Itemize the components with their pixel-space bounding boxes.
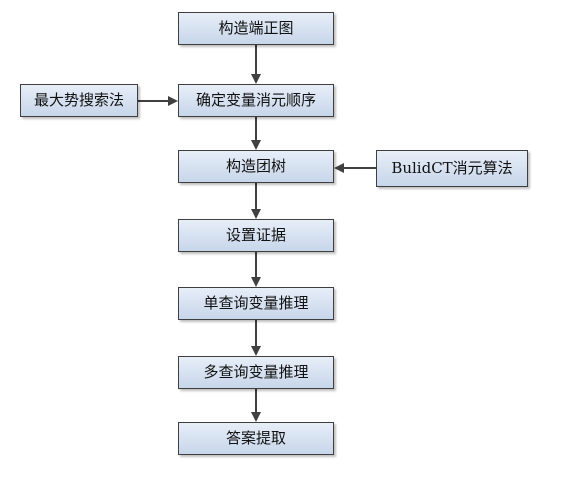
input-maximum-cardinality-search: 最大势搜索法 [20, 84, 138, 117]
step-multi-query-inference: 多查询变量推理 [178, 356, 334, 389]
step-label: 答案提取 [225, 429, 286, 447]
input-label: 最大势搜索法 [33, 91, 124, 109]
step-set-evidence: 设置证据 [178, 219, 334, 252]
step-determine-elimination-order: 确定变量消元顺序 [178, 84, 334, 117]
step-label: 确定变量消元顺序 [195, 91, 316, 109]
step-construct-moral-graph: 构造端正图 [178, 12, 334, 45]
step-answer-extraction: 答案提取 [178, 422, 334, 455]
step-label: 构造端正图 [218, 19, 294, 37]
step-label: 多查询变量推理 [203, 363, 309, 381]
input-label: BulidCT消元算法 [391, 159, 513, 177]
input-buildct-elimination-algorithm: BulidCT消元算法 [376, 150, 528, 187]
step-label: 设置证据 [225, 226, 286, 244]
step-label: 构造团树 [225, 157, 286, 175]
step-single-query-inference: 单查询变量推理 [178, 287, 334, 320]
step-label: 单查询变量推理 [203, 294, 309, 312]
step-construct-clique-tree: 构造团树 [178, 150, 334, 183]
